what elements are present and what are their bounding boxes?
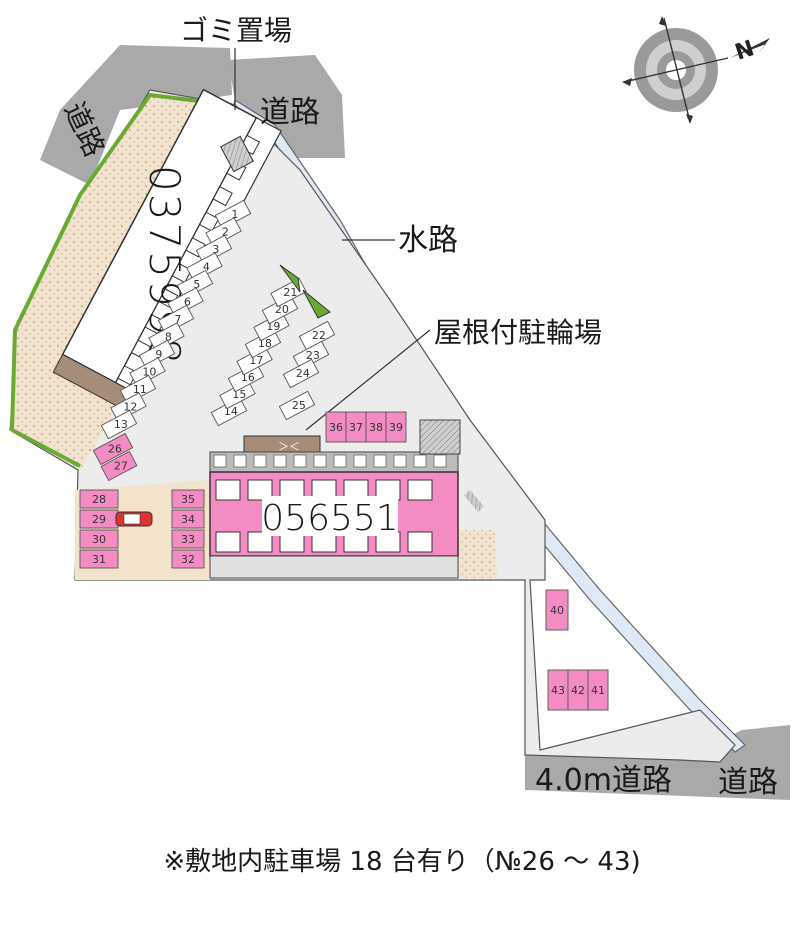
parking-lot-white: 12 — [110, 392, 147, 422]
parking-lot-white: 18 — [244, 328, 282, 359]
parking-lot-available: 29 — [79, 509, 119, 529]
parking-lot-number: 29 — [92, 513, 106, 526]
parking-lot-available: 34 — [171, 509, 205, 529]
parking-lot-white: 6 — [167, 287, 204, 317]
parking-lot-white: 23 — [292, 340, 330, 371]
parking-lot-available: 41 — [587, 669, 609, 711]
label-garbage: ゴミ置場 — [180, 14, 292, 47]
parking-lot-number: 31 — [92, 553, 106, 566]
parking-lot-white: 25 — [278, 390, 316, 421]
parking-lot-white: 2 — [205, 217, 242, 247]
parking-lot-white: 13 — [100, 409, 138, 440]
label-waterway: 水路 — [398, 223, 458, 258]
parking-lot-number: 30 — [92, 533, 106, 546]
parking-lot-number: 36 — [329, 421, 343, 434]
parking-lot-available: 40 — [545, 589, 569, 631]
parking-lot-number: 42 — [571, 684, 585, 697]
parking-lot-available: 33 — [171, 529, 205, 549]
parking-lot-number: 32 — [181, 553, 195, 566]
parking-lot-number: 21 — [283, 286, 297, 299]
roads — [40, 45, 790, 800]
parking-lot-available: 32 — [171, 549, 205, 569]
steps — [463, 490, 485, 512]
parking-lot-number: 25 — [292, 399, 306, 412]
green-planter-2 — [302, 289, 331, 319]
parking-lot-available: 28 — [79, 489, 119, 509]
parking-lot-available: 36 — [325, 411, 347, 443]
label-road-width: 4.0m道路 — [535, 763, 672, 798]
parking-lot-available: 31 — [79, 549, 119, 569]
parking-lot-white: 8 — [148, 322, 185, 352]
compass-icon: N — [622, 16, 770, 124]
parking-lot-available: 35 — [171, 489, 205, 509]
parking-lot-number: 40 — [550, 604, 564, 617]
parking-lot-number: 27 — [114, 460, 128, 473]
parking-lot-white: 4 — [186, 252, 223, 282]
road-left — [40, 45, 232, 185]
parking-lot-number: 24 — [296, 367, 310, 380]
parking-lot-available: 26 — [92, 432, 134, 466]
parking-lot-white: 5 — [176, 269, 214, 300]
parking-lot-white: 10 — [129, 357, 166, 387]
parking-lot-number: 2 — [222, 226, 229, 239]
garbage-station — [220, 135, 254, 173]
parking-lot-number: 4 — [203, 261, 210, 274]
parking-lot-available: 37 — [345, 411, 367, 443]
svg-text:＞＜: ＞＜ — [278, 440, 300, 453]
parking-lot-available: 43 — [547, 669, 569, 711]
parking-lot-number: 10 — [142, 366, 156, 379]
road-top — [228, 55, 345, 158]
car-icon — [115, 511, 153, 527]
hedge — [10, 92, 233, 431]
parking-lot-number: 9 — [155, 348, 162, 361]
parking-column-c: 22 23 24 25 — [278, 320, 336, 421]
parking-lot-white: 3 — [195, 234, 233, 265]
parking-lot-number: 23 — [306, 349, 320, 362]
parking-lot-number: 37 — [349, 421, 363, 434]
label-road-top: 道路 — [260, 95, 320, 130]
parking-available: 26 27 28 29 30 31 35 34 33 32 36 37 38 39 40 43 42 41 — [79, 411, 609, 711]
parking-lot-number: 13 — [114, 418, 128, 431]
building-center — [209, 419, 461, 579]
parking-lot-white: 9 — [138, 339, 176, 370]
parking-lot-number: 39 — [389, 421, 403, 434]
label-road-bottom: 道路 — [718, 765, 778, 800]
parking-lot-number: 26 — [108, 443, 122, 456]
parking-lot-number: 11 — [133, 383, 147, 396]
parking-lot-number: 12 — [123, 401, 137, 414]
parking-lot-number: 41 — [591, 684, 605, 697]
parking-lot-number: 1 — [231, 208, 238, 221]
parking-lot-white: 1 — [214, 199, 252, 230]
parking-lot-number: 8 — [165, 331, 172, 344]
parking-lot-number: 3 — [212, 243, 219, 256]
parking-lot-number: 33 — [181, 533, 195, 546]
parking-lot-white: 11 — [119, 374, 157, 405]
parking-lot-number: 34 — [181, 513, 195, 526]
parking-lot-available: 27 — [100, 450, 138, 482]
parking-lot-white: 7 — [157, 304, 195, 335]
parking-lot-number: 5 — [193, 278, 200, 291]
parking-lot-white: 24 — [282, 358, 320, 389]
parking-lot-number: 6 — [184, 296, 191, 309]
building-left — [52, 88, 282, 415]
compass-north-label: N — [732, 36, 757, 65]
parking-lot-number: 22 — [312, 329, 326, 342]
parking-lot-number: 38 — [369, 421, 383, 434]
parking-lot-available: 30 — [79, 529, 119, 549]
green-planter-1 — [279, 264, 301, 293]
parking-lot-available: 42 — [567, 669, 589, 711]
parking-lot-number: 7 — [174, 313, 181, 326]
parking-lot-number: 28 — [92, 493, 106, 506]
footer-note: ※敷地内駐車場 18 台有り（№26 ～ 43) — [163, 847, 640, 877]
label-covered-bike: 屋根付駐輪場 — [434, 316, 602, 349]
parking-lot-number: 35 — [181, 493, 195, 506]
parking-lot-available: 38 — [365, 411, 387, 443]
parking-lot-number: 43 — [551, 684, 565, 697]
building-center-code: 056551 — [261, 498, 398, 539]
parking-lot-available: 39 — [385, 411, 407, 443]
